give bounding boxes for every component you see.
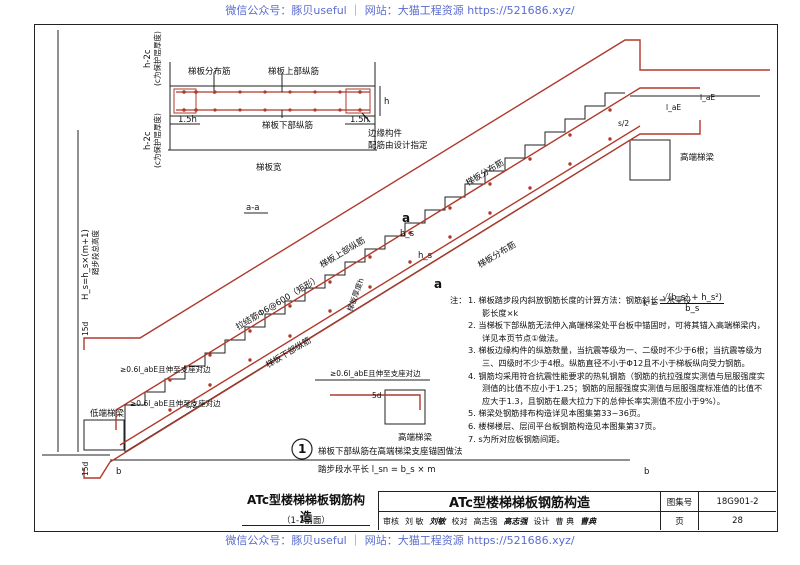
watermark-bottom: 微信公众号：豚贝useful ｜ 网站：大猫工程资源 https://52168… [225,534,575,547]
bottom-long-bar [83,120,701,479]
detail-circle [291,438,313,460]
label-hc-top-note: (c为保护层厚度) [152,31,162,86]
low-beam [83,419,125,451]
label-lae-2: l_aE [700,93,715,102]
check-name: 高志强 [473,516,498,526]
label-hc-bottom: h-2c [143,131,153,150]
note-1: 1. 梯板踏步段内斜放钢筋长度的计算方法：钢筋斜长＝水平投影长度×k [468,295,692,318]
label-section-mark: a-a [246,203,260,213]
label-edge-member: 边缘构件 [368,128,403,139]
note-2: 2. 当梯板下部纵筋无法伸入高端梯梁处平台板中锚固时，可将其锚入高端梯梁内，详见… [468,320,765,343]
section-dots [182,90,362,112]
label-section-top-bar: 梯板上部纵筋 [268,66,319,77]
check-label: 校对 [451,516,468,526]
check-signature: 高志强 [503,515,528,526]
label-hs: h_s [418,251,433,261]
review-name: 刘 敏 [405,516,424,526]
top-long-bar-2 [115,87,700,430]
label-thickness: 梯板厚度h [344,276,365,312]
high-beam [629,139,671,181]
label-detail-no: 1 [298,442,306,456]
label-hc-top: h-2c [143,49,153,68]
atlas-value: 18G901-2 [698,491,776,511]
drawing-title: ATc型楼梯梯板钢筋构造 [242,491,370,526]
label-15h-left: 1.5h [178,115,197,125]
label-15h-right: 1.5h [350,115,369,125]
stair-dist-dots [168,108,612,412]
label-bs: b_s [400,229,415,239]
label-5d: 5d [372,391,382,400]
formula-lhs: k = [643,299,658,309]
drawing-frame [34,24,778,532]
edge-member-right [345,88,371,114]
label-15d-a: 15d [81,321,90,336]
label-edge-member-note: 配筋由设计指定 [368,140,428,151]
watermark-top: 微信公众号：豚贝useful ｜ 网站：大猫工程资源 https://52168… [225,4,575,17]
label-lae-1: l_aE [666,103,681,112]
detail-beam [384,389,426,425]
label-span: 踏步段水平长 l_sn = b_s × m [318,464,436,475]
label-high-beam: 高端梯梁 [680,152,715,163]
label-stair-top-bar: 梯板上部纵筋 [318,235,367,271]
label-section-bottom-bar: 梯板下部纵筋 [262,120,313,131]
label-a-2: a [434,277,442,291]
page-label: 页 [660,511,698,530]
notes: 注： 1. 梯板踏步段内斜放钢筋长度的计算方法：钢筋斜长＝水平投影长度×k 2.… [450,294,768,445]
label-section-dist-bar: 梯板分布筋 [188,66,231,77]
atlas-label: 图集号 [660,491,698,511]
formula-k: k = √(b_s² + h_s²) b_s [643,293,724,314]
label-section-h: h [384,97,389,107]
review-label: 审核 [383,516,399,526]
label-low-beam: 低端梯梁 [90,408,125,419]
label-anchor-b: ≥0.6l_abE且伸至支座对边 [130,398,221,408]
stair-steps [124,92,625,420]
drawing-subtitle: （1-1剖面） [282,516,330,526]
note-7: 7. s为所对应板钢筋间距。 [468,433,565,444]
label-b-left: b [116,467,121,477]
label-tie-bar: 拉结筋Φ6@600（矩形） [234,274,322,333]
page-number: 28 [698,511,776,530]
formula-num: √(b_s² + h_s²) [660,293,724,304]
bottom-long-bar-2 [119,125,641,446]
label-height-total-note: 踏步段总高度 [90,230,100,275]
design-name: 曹 典 [555,516,575,526]
design-label: 设计 [533,516,550,526]
label-high-beam-2: 高端梯梁 [398,432,433,443]
label-height-total: H_s=h_s×(m+1) [81,229,91,300]
note-6: 6. 楼梯楼层、层间平台板钢筋构造见本图集第37页。 [468,420,661,431]
formula-den: b_s [685,304,700,314]
section-aa [168,62,381,151]
label-15d-b: 15d [81,461,90,476]
label-detail-text: 梯板下部纵筋在高端梯梁支座锚固做法 [318,446,463,457]
label-anchor-a: ≥0.6l_abE且伸至支座对边 [120,364,211,374]
note-4: 4. 钢筋均采用符合抗震性能要求的热轧钢筋（钢筋的抗拉强度实测值与屈服强度实测值… [468,370,765,406]
edge-member-left [173,88,197,114]
stair-rebars [83,39,770,479]
review-signature: 刘敏 [429,515,446,526]
label-s2-b: s/2 [186,401,197,410]
label-b-right: b [644,467,649,477]
top-long-bar [83,39,770,350]
label-section-width: 梯板宽 [256,162,282,173]
notes-title: 注： [450,295,467,305]
design-signature: 曹典 [580,515,597,526]
label-a-1: a [402,211,410,225]
label-hc-bottom-note: (c为保护层厚度) [152,113,162,168]
note-3: 3. 梯板边缘构件的纵筋数量，当抗震等级为一、二级时不少于6根；当抗震等级为三、… [468,345,762,368]
title-block: ATc型楼梯梯板钢筋构造 图集号 18G901-2 审核 刘 敏 刘敏 校对 高… [378,491,776,530]
label-s2-a: s/2 [618,119,629,128]
note-5: 5. 梯梁处钢筋排布构造详见本图集第33~36页。 [468,408,646,419]
label-anchor-c: ≥0.6l_abE且伸至支座对边 [330,368,421,378]
section-slab [169,85,376,117]
title-block-title: ATc型楼梯梯板钢筋构造 [378,491,660,511]
detail-bar [330,394,421,410]
label-stair-dist-bar-2: 梯板分布筋 [476,239,518,270]
signature-row: 审核 刘 敏 刘敏 校对 高志强 高志强 设计 曹 典 曹典 [378,511,660,530]
